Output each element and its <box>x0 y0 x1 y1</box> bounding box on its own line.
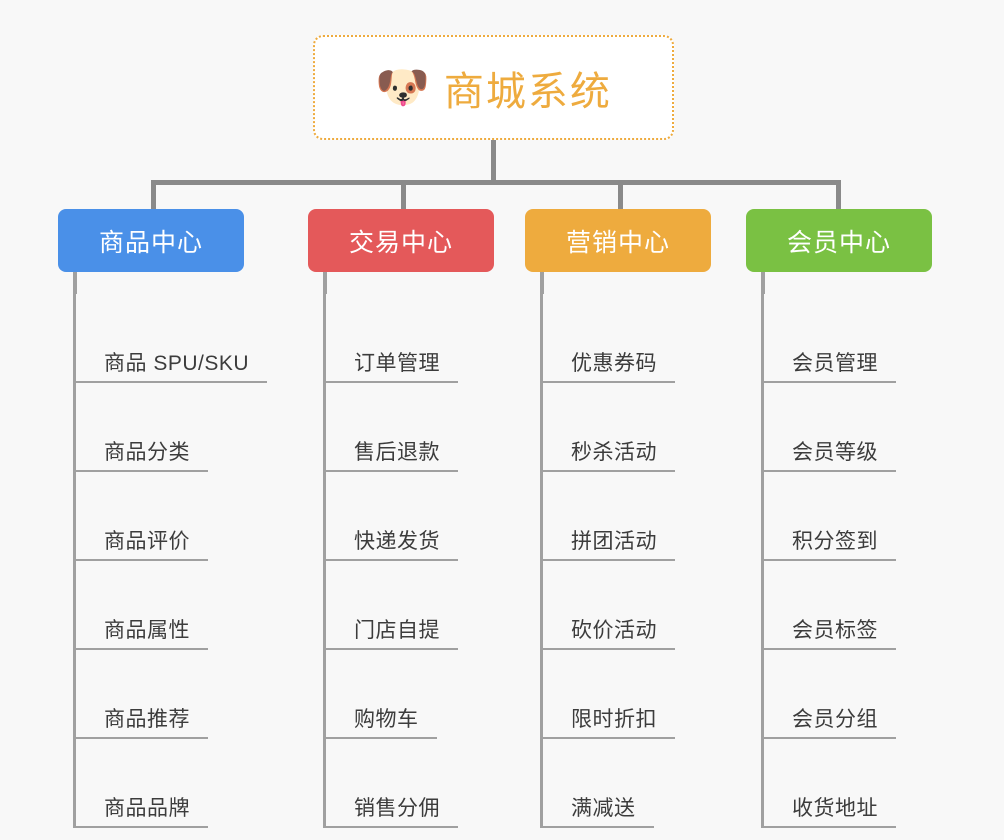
category-header-member[interactable]: 会员中心 <box>746 209 932 272</box>
leaf-list-marketing: 优惠券码 秒杀活动 拼团活动 砍价活动 限时折扣 满减送 <box>540 272 711 828</box>
leaf-label: 商品评价 <box>104 530 190 553</box>
list-item[interactable]: 会员标签 <box>761 561 932 650</box>
leaf-underline <box>540 826 654 828</box>
leaf-underline <box>323 826 458 828</box>
list-item[interactable]: 售后退款 <box>323 383 494 472</box>
leaf-underline <box>761 559 896 561</box>
list-item[interactable]: 订单管理 <box>323 294 494 383</box>
leaf-list-member: 会员管理 会员等级 积分签到 会员标签 会员分组 收货地址 <box>761 272 932 828</box>
leaf-underline <box>323 559 458 561</box>
leaf-label: 会员标签 <box>792 619 878 642</box>
leaf-underline <box>323 648 458 650</box>
leaf-label: 商品属性 <box>104 619 190 642</box>
drop-connector-1 <box>151 180 156 210</box>
leaf-underline <box>540 648 675 650</box>
leaf-label: 购物车 <box>354 708 419 731</box>
list-item[interactable]: 收货地址 <box>761 739 932 828</box>
category-header-trade[interactable]: 交易中心 <box>308 209 494 272</box>
leaf-underline <box>73 737 208 739</box>
leaf-underline <box>540 559 675 561</box>
leaf-label: 秒杀活动 <box>571 441 657 464</box>
shiba-dog-face-icon: 🐶 <box>375 62 430 112</box>
category-column-marketing: 营销中心 优惠券码 秒杀活动 拼团活动 砍价活动 限时折扣 <box>525 209 711 828</box>
leaf-label: 限时折扣 <box>571 708 657 731</box>
list-item[interactable]: 满减送 <box>540 739 711 828</box>
category-header-label: 交易中心 <box>348 228 453 257</box>
root-title: 商城系统 <box>443 69 612 114</box>
leaf-label: 商品 SPU/SKU <box>104 352 250 375</box>
leaf-label: 砍价活动 <box>571 619 657 642</box>
category-header-label: 营销中心 <box>565 228 670 257</box>
leaf-label: 门店自提 <box>354 619 440 642</box>
leaf-label: 优惠券码 <box>571 352 657 375</box>
category-column-product: 商品中心 商品 SPU/SKU 商品分类 商品评价 商品属性 商品推荐 <box>58 209 267 828</box>
leaf-label: 会员等级 <box>792 441 878 464</box>
leaf-label: 收货地址 <box>792 797 878 820</box>
category-header-label: 商品中心 <box>98 228 203 257</box>
leaf-underline <box>73 559 208 561</box>
list-item[interactable]: 砍价活动 <box>540 561 711 650</box>
leaf-underline <box>323 470 458 472</box>
leaf-underline <box>761 826 896 828</box>
list-item[interactable]: 限时折扣 <box>540 650 711 739</box>
leaf-underline <box>73 648 208 650</box>
category-column-member: 会员中心 会员管理 会员等级 积分签到 会员标签 会员分组 <box>746 209 932 828</box>
leaf-label: 快递发货 <box>354 530 440 553</box>
list-item[interactable]: 优惠券码 <box>540 294 711 383</box>
drop-connector-4 <box>836 180 841 210</box>
leaf-label: 积分签到 <box>792 530 878 553</box>
leaf-label: 拼团活动 <box>571 530 657 553</box>
drop-connector-2 <box>401 180 406 210</box>
leaf-underline <box>761 381 896 383</box>
leaf-underline <box>540 470 675 472</box>
category-header-product[interactable]: 商品中心 <box>58 209 244 272</box>
leaf-label: 商品推荐 <box>104 708 190 731</box>
leaf-label: 商品分类 <box>104 441 190 464</box>
list-item[interactable]: 商品评价 <box>73 472 244 561</box>
leaf-underline <box>323 381 458 383</box>
leaf-label: 订单管理 <box>354 352 440 375</box>
list-item[interactable]: 拼团活动 <box>540 472 711 561</box>
list-item[interactable]: 购物车 <box>323 650 494 739</box>
list-item[interactable]: 会员等级 <box>761 383 932 472</box>
category-column-trade: 交易中心 订单管理 售后退款 快递发货 门店自提 购物车 <box>308 209 494 828</box>
list-item[interactable]: 会员分组 <box>761 650 932 739</box>
leaf-underline <box>540 737 675 739</box>
leaf-underline <box>761 470 896 472</box>
leaf-underline <box>761 648 896 650</box>
list-item[interactable]: 商品品牌 <box>73 739 244 828</box>
root-node[interactable]: 🐶 商城系统 <box>313 35 674 140</box>
list-item[interactable]: 商品属性 <box>73 561 244 650</box>
list-item[interactable]: 门店自提 <box>323 561 494 650</box>
list-item[interactable]: 秒杀活动 <box>540 383 711 472</box>
leaf-list-product: 商品 SPU/SKU 商品分类 商品评价 商品属性 商品推荐 商品品牌 <box>73 272 267 828</box>
root-stem-connector <box>491 140 496 183</box>
leaf-underline <box>323 737 437 739</box>
leaf-label: 会员管理 <box>792 352 878 375</box>
horizontal-bus-connector <box>151 180 839 185</box>
list-item[interactable]: 积分签到 <box>761 472 932 561</box>
leaf-label: 销售分佣 <box>354 797 440 820</box>
category-header-label: 会员中心 <box>786 228 891 257</box>
leaf-label: 商品品牌 <box>104 797 190 820</box>
list-item[interactable]: 销售分佣 <box>323 739 494 828</box>
leaf-underline <box>73 470 208 472</box>
leaf-underline <box>73 381 267 383</box>
list-item[interactable]: 快递发货 <box>323 472 494 561</box>
list-item[interactable]: 会员管理 <box>761 294 932 383</box>
leaf-label: 满减送 <box>571 797 636 820</box>
drop-connector-3 <box>618 180 623 210</box>
leaf-underline <box>540 381 675 383</box>
leaf-list-trade: 订单管理 售后退款 快递发货 门店自提 购物车 销售分佣 <box>323 272 494 828</box>
leaf-underline <box>73 826 208 828</box>
leaf-label: 售后退款 <box>354 441 440 464</box>
category-header-marketing[interactable]: 营销中心 <box>525 209 711 272</box>
leaf-label: 会员分组 <box>792 708 878 731</box>
list-item[interactable]: 商品推荐 <box>73 650 244 739</box>
list-item[interactable]: 商品 SPU/SKU <box>73 294 267 383</box>
list-item[interactable]: 商品分类 <box>73 383 244 472</box>
leaf-underline <box>761 737 896 739</box>
